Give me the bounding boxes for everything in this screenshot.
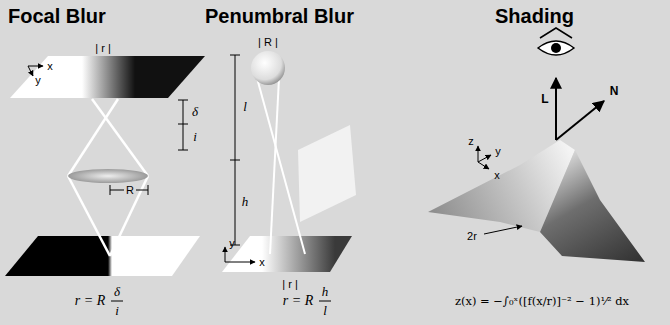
- fraction-bar: [111, 301, 123, 302]
- dimension-label: h: [242, 195, 249, 210]
- axis-label: z: [468, 135, 474, 148]
- axis-arrow: [28, 66, 33, 76]
- axis-arrow: [28, 66, 43, 67]
- axis-arrow: [225, 247, 226, 262]
- ground-plane: [222, 236, 352, 272]
- fraction-bar: [319, 301, 331, 302]
- light-ray: [110, 176, 148, 256]
- axis-label: y: [35, 74, 41, 87]
- light-ray: [257, 78, 305, 254]
- light-ray: [68, 176, 110, 256]
- axis-label: y: [229, 237, 235, 250]
- panel-title: Focal Blur: [8, 5, 106, 28]
- panel-title: Penumbral Blur: [205, 5, 354, 28]
- dimension-label: δ: [192, 105, 198, 120]
- dimension-label: | R |: [258, 36, 278, 49]
- dimension-label: R: [126, 184, 134, 197]
- light-ray: [92, 99, 148, 176]
- vector-label: N: [610, 85, 619, 99]
- light-source-sphere: [251, 51, 285, 85]
- axis-arrow: [478, 146, 479, 162]
- axis-label: x: [494, 169, 500, 182]
- light-vector: [555, 78, 557, 140]
- formula-text: l: [323, 304, 327, 319]
- formula-text: δ: [114, 285, 120, 300]
- dimension-bracket: [178, 100, 188, 150]
- axis-label: y: [495, 145, 501, 158]
- dimension-label: | r |: [95, 42, 111, 55]
- eye-icon: [551, 43, 561, 53]
- panel-title: Shading: [495, 5, 574, 28]
- axis-arrow: [225, 262, 255, 263]
- formula-text: h: [322, 285, 329, 300]
- formula-text: i: [115, 304, 119, 319]
- normal-vector: [556, 101, 604, 140]
- formula-text: z(x) = −∫₀ˣ([f(x/r)]⁻² − 1)¹⁄² dx: [455, 295, 629, 308]
- dimension-bracket: [230, 55, 240, 245]
- axis-arrow: [478, 162, 489, 169]
- light-ray: [270, 78, 279, 254]
- light-ray: [68, 99, 118, 176]
- formula-text: r = R: [283, 293, 313, 309]
- leader-arrow: [484, 226, 522, 234]
- sensor-plane: [10, 56, 205, 98]
- occluder-plane: [298, 125, 356, 222]
- axis-label: x: [47, 60, 53, 73]
- dimension-label: l: [243, 100, 247, 115]
- formula-text: r = R: [75, 293, 105, 309]
- dimension-label: i: [193, 130, 197, 145]
- dimension-label: 2r: [467, 230, 477, 243]
- lens: [68, 169, 148, 183]
- vector-label: L: [541, 93, 548, 107]
- eye-icon: [538, 41, 574, 55]
- axis-arrow: [478, 155, 491, 162]
- eye-icon: [540, 28, 572, 38]
- axis-label: x: [259, 256, 265, 269]
- surface-face: [540, 140, 645, 262]
- dimension-label: | r |: [282, 278, 298, 291]
